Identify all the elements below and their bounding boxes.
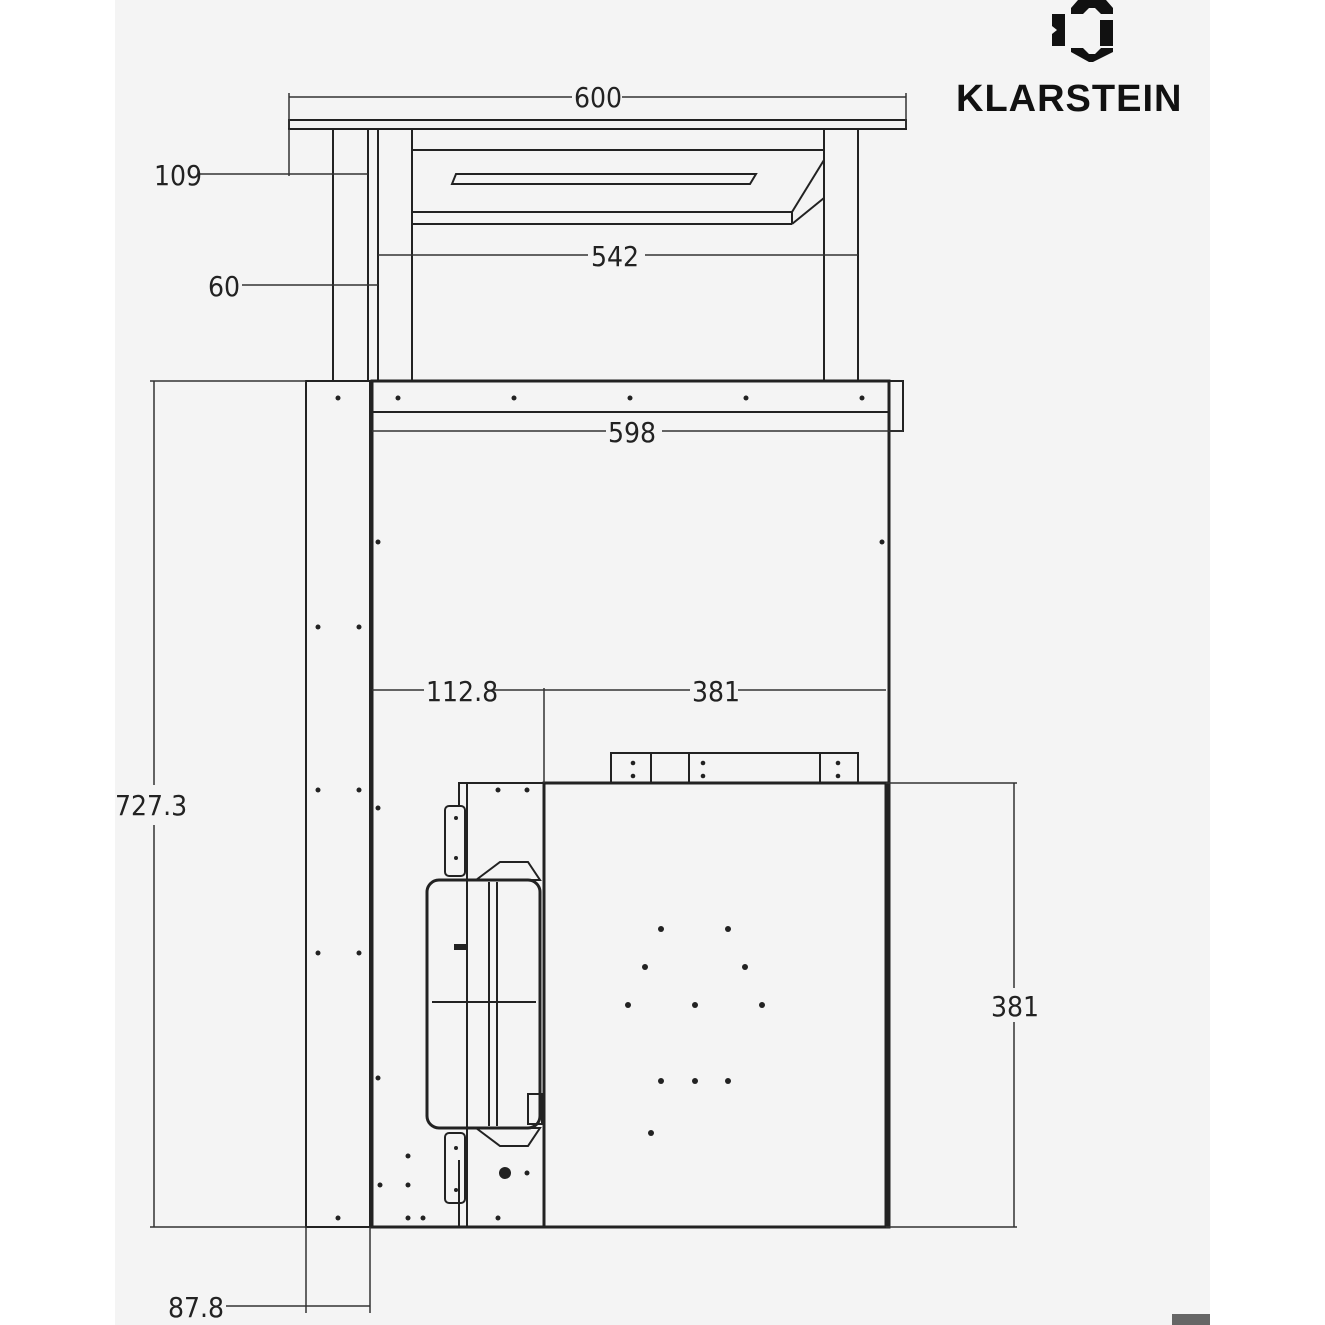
brand-name: KLARSTEIN: [956, 78, 1182, 120]
dim-side-depth: 87.8: [168, 1291, 224, 1324]
klarstein-diamond-icon: [1052, 0, 1113, 62]
dim-inner-width: 542: [591, 240, 639, 273]
intake-slot: [450, 173, 758, 185]
dimension-lines: [150, 93, 1017, 1313]
upper-clip: [444, 805, 466, 877]
dimension-labels: 600 109 60 542 598 727.3 112.8 381 381 8…: [115, 81, 1039, 1324]
dim-top-offset: 109: [154, 159, 202, 192]
dim-motor-offset: 112.8: [426, 675, 498, 708]
corner-marker: [1172, 1314, 1210, 1325]
dim-plate-height: 381: [991, 990, 1039, 1023]
dim-top-width: 600: [574, 81, 622, 114]
drawing-panel: [115, 0, 1210, 1325]
dim-body-width: 598: [608, 416, 656, 449]
dim-plate-width: 381: [692, 675, 740, 708]
klarstein-logo: KLARSTEIN: [956, 0, 1182, 120]
motor-assembly: [405, 752, 888, 1229]
motor-plate: [542, 781, 888, 1229]
dim-frame-offset: 60: [208, 270, 240, 303]
dim-total-height: 727.3: [115, 789, 187, 822]
lower-clip: [444, 1132, 466, 1204]
side-panel: [305, 380, 371, 1228]
